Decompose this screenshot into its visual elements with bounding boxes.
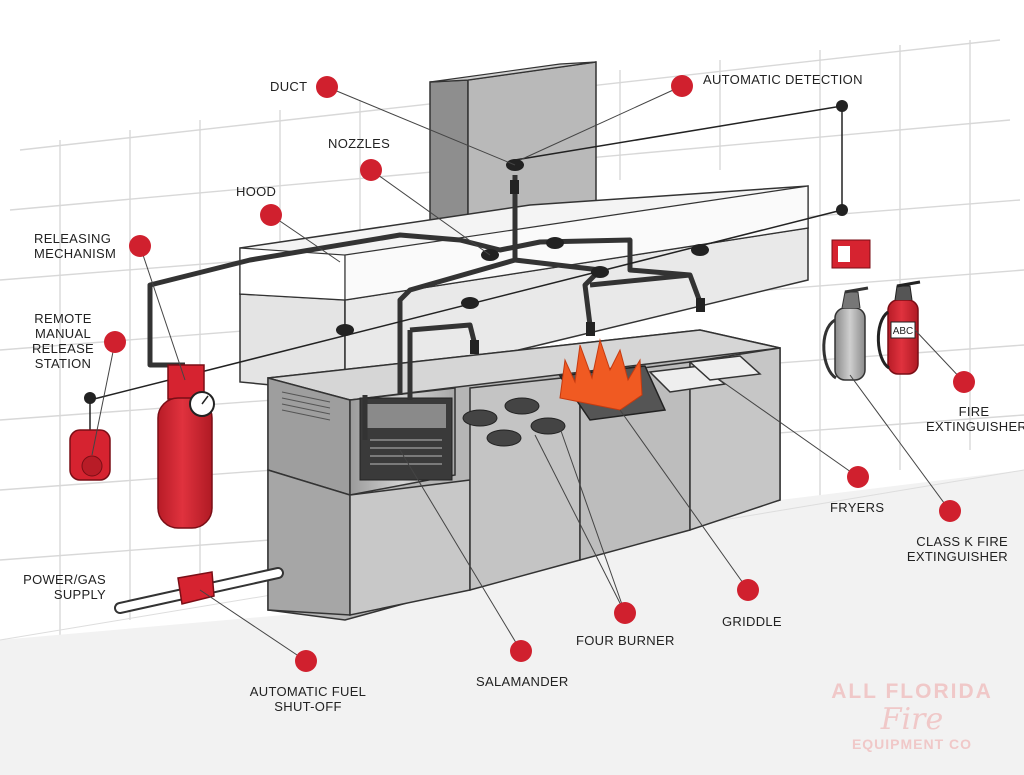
label-line: REMOTE [34, 311, 92, 326]
label-class-k-extinguisher: CLASS K FIRE EXTINGUISHER [880, 534, 1008, 564]
label-nozzles: NOZZLES [328, 136, 391, 151]
label-hood: HOOD [236, 184, 277, 199]
label-line: MECHANISM [34, 246, 117, 261]
marker-salamander [510, 640, 532, 662]
label-line: RELEASE [31, 341, 95, 356]
label-automatic-detection: AUTOMATIC DETECTION [703, 72, 863, 87]
watermark-logo: ALL FLORIDA Fire EQUIPMENT CO [812, 680, 1012, 752]
label-line: POWER/GAS [23, 572, 106, 587]
pulley-icon [84, 392, 96, 404]
marker-fire-extinguisher [953, 371, 975, 393]
marker-four-burner [614, 602, 636, 624]
label-fryers: FRYERS [830, 500, 885, 515]
piping [147, 175, 703, 440]
label-line: RELEASING [34, 231, 112, 246]
marker-remote-release [104, 331, 126, 353]
label-line: SUPPLY [53, 587, 106, 602]
watermark-line: Fire [880, 702, 944, 737]
marker-releasing-mechanism [129, 235, 151, 257]
leader-lines [91, 85, 965, 662]
label-line: SHUT-OFF [274, 699, 342, 714]
label-markers [104, 75, 975, 672]
label-releasing-mechanism: RELEASING MECHANISM [34, 231, 116, 261]
class-k-extinguisher [822, 286, 869, 381]
label-duct: DUCT [270, 79, 308, 94]
wall-sign [831, 239, 871, 269]
label-griddle: GRIDDLE [722, 614, 782, 629]
label-automatic-fuel-shutoff: AUTOMATIC FUEL SHUT-OFF [240, 684, 376, 714]
detector-icon [836, 100, 848, 112]
watermark-line: ALL FLORIDA [831, 680, 993, 703]
marker-automatic-detection [671, 75, 693, 97]
label-line: AUTOMATIC FUEL [249, 684, 367, 699]
marker-duct [316, 76, 338, 98]
marker-griddle [737, 579, 759, 601]
marker-hood [260, 204, 282, 226]
extinguisher-tag: ABC [893, 326, 914, 337]
label-line: EXTINGUISHER [906, 549, 1008, 564]
label-remote-manual-release: REMOTE MANUAL RELEASE STATION [28, 311, 98, 371]
gas-supply-pipe [114, 567, 284, 614]
label-four-burner: FOUR BURNER [576, 633, 675, 648]
marker-fryers [847, 466, 869, 488]
flames [559, 338, 643, 411]
label-line: CLASS K FIRE [916, 534, 1008, 549]
duct [429, 61, 597, 233]
watermark-line: EQUIPMENT CO [851, 736, 973, 752]
detector-icon [836, 204, 848, 216]
abc-extinguisher: ABC [876, 280, 921, 375]
marker-class-k [939, 500, 961, 522]
marker-nozzles [360, 159, 382, 181]
suppression-tank [157, 364, 215, 529]
label-salamander: SALAMANDER [476, 674, 569, 689]
label-fire-extinguisher: FIRE EXTINGUISHER [926, 404, 1024, 434]
fuel-shutoff-valve [177, 571, 215, 605]
label-line: MANUAL [35, 326, 91, 341]
marker-fuel-shutoff [295, 650, 317, 672]
label-line: STATION [34, 356, 92, 371]
label-line: FIRE [958, 404, 990, 419]
floor [0, 470, 1024, 775]
label-power-gas-supply: POWER/GAS SUPPLY [10, 572, 106, 602]
remote-manual-release-station [69, 429, 111, 481]
label-line: EXTINGUISHER [926, 419, 1024, 434]
hood [239, 185, 809, 393]
